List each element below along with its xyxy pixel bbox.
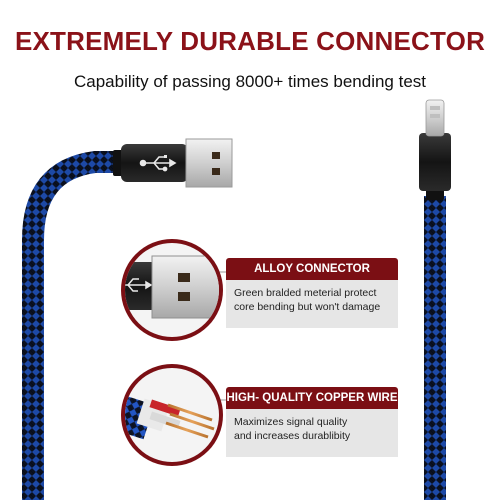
callout-line: Green bralded meterial protect	[234, 287, 377, 299]
usb-logo-icon	[139, 155, 177, 172]
callout-description: Maximizes signal quality and increases d…	[226, 409, 398, 457]
magnifier-alloy-connector	[121, 239, 223, 341]
left-cable	[22, 151, 115, 500]
lightning-connector	[419, 99, 451, 200]
callout-title: ALLOY CONNECTOR	[226, 258, 398, 280]
callout-line: Maximizes signal quality	[234, 416, 348, 428]
subline: Capability of passing 8000+ times bendin…	[73, 72, 427, 91]
headline: EXTREMELY DURABLE CONNECTOR	[14, 26, 486, 56]
callout-line: and increases durablibity	[234, 430, 351, 442]
callout-alloy-connector: ALLOY CONNECTOR Green bralded meterial p…	[226, 258, 398, 343]
callout-description: Green bralded meterial protect core bend…	[226, 280, 398, 328]
callout-title: HIGH- QUALITY COPPER WIRE	[226, 387, 398, 409]
usb-a-connector	[113, 138, 233, 188]
right-cable	[424, 196, 446, 500]
magnifier-copper-wire	[121, 364, 223, 466]
callout-line: core bending but won't damage	[234, 301, 381, 313]
callout-copper-wire: HIGH- QUALITY COPPER WIRE Maximizes sign…	[226, 387, 398, 472]
